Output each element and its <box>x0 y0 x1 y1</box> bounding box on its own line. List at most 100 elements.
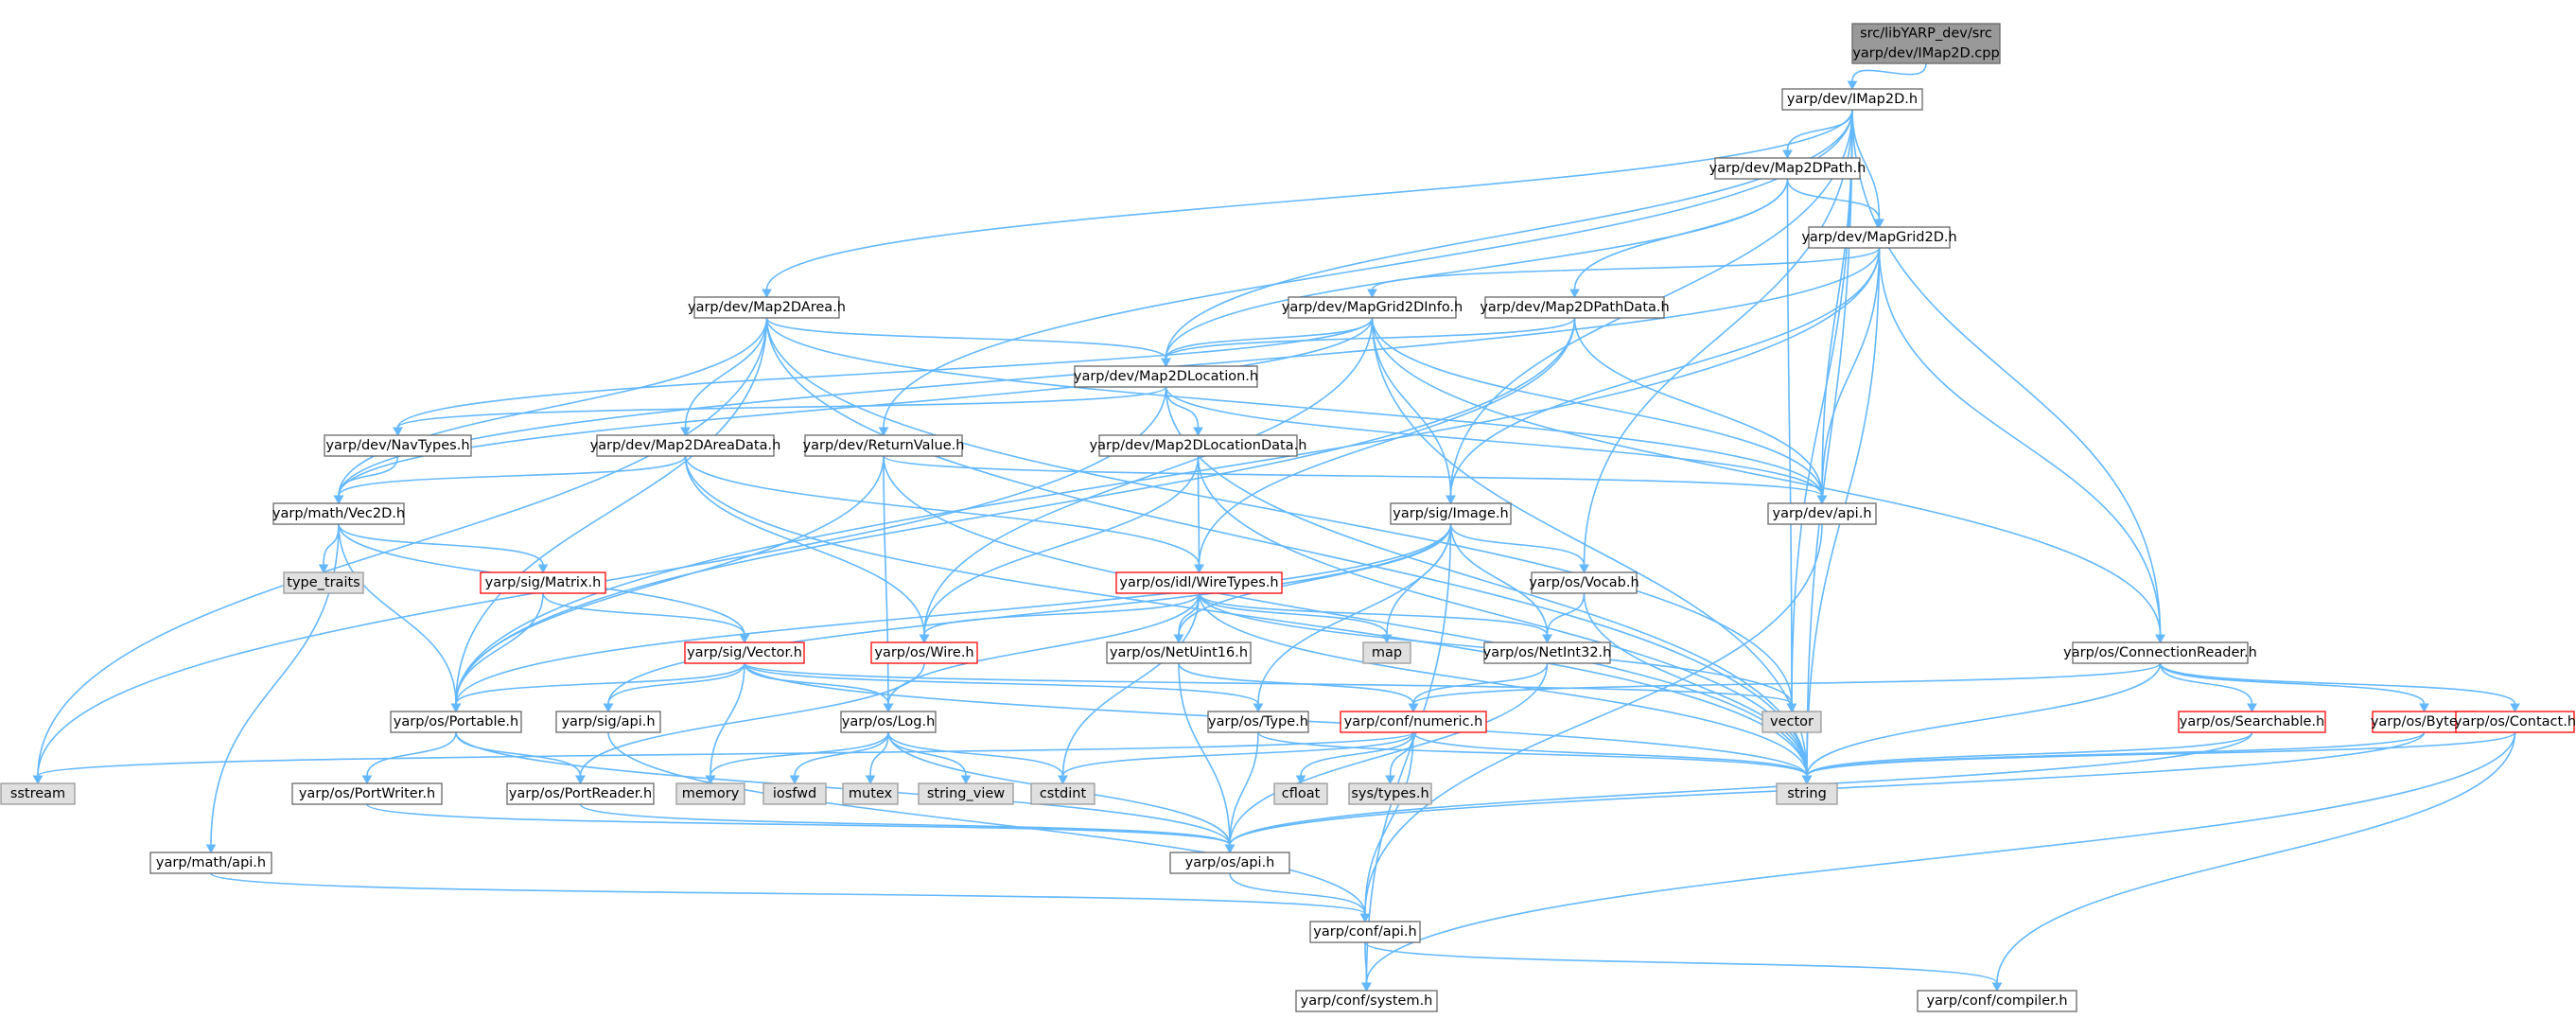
edge-contact-to-string <box>1806 731 2516 777</box>
node-label-sigvector: yarp/sig/Vector.h <box>687 645 802 660</box>
edge-image-to-vocab <box>1449 523 1586 566</box>
edge-connectionreader-to-numeric <box>1412 662 2162 705</box>
edge-map2dareadata-to-vec2d <box>338 455 687 497</box>
node-returnvalue[interactable]: yarp/dev/ReturnValue.h <box>803 434 965 457</box>
node-netuint16[interactable]: yarp/os/NetUint16.h <box>1106 641 1252 664</box>
node-typetraits: type_traits <box>283 571 364 594</box>
edge-mapgrid2d-to-connectionreader <box>1878 247 2162 636</box>
edge-connectionreader-to-contact <box>2159 662 2516 705</box>
edge-mapgrid2dinfo-to-vec2d <box>338 317 1374 497</box>
node-vocab[interactable]: yarp/os/Vocab.h <box>1529 571 1639 594</box>
edge-searchable-to-string <box>1806 731 2253 777</box>
node-mapgrid2d[interactable]: yarp/dev/MapGrid2D.h <box>1801 226 1957 249</box>
arrowhead-contact-to-string <box>1801 775 1813 785</box>
node-portwriter[interactable]: yarp/os/PortWriter.h <box>291 782 443 805</box>
node-label-typetraits: type_traits <box>287 575 359 590</box>
arrowhead-map2dlocation-to-map2dlocationdata <box>1193 427 1203 437</box>
node-label-iosfwd: iosfwd <box>773 786 816 801</box>
node-imap2d[interactable]: yarp/dev/IMap2D.h <box>1781 88 1923 111</box>
arrowhead-numeric-to-cfloat <box>1295 775 1306 785</box>
node-devapi[interactable]: yarp/dev/api.h <box>1767 502 1877 525</box>
node-contact[interactable]: yarp/os/Contact.h <box>2454 711 2576 733</box>
edge-numeric-to-confapi <box>1364 731 1414 915</box>
node-cfloat: cfloat <box>1273 782 1328 805</box>
node-portable[interactable]: yarp/os/Portable.h <box>390 711 522 733</box>
node-box-stringview <box>918 782 1014 805</box>
node-map2dpathdata[interactable]: yarp/dev/Map2DPathData.h <box>1480 296 1670 319</box>
node-map2dlocation[interactable]: yarp/dev/Map2DLocation.h <box>1074 365 1258 388</box>
node-compiler[interactable]: yarp/conf/compiler.h <box>1917 990 2077 1012</box>
node-bytes[interactable]: yarp/os/Bytes.h <box>2371 711 2478 733</box>
edge-mapgrid2dinfo-to-devapi <box>1371 317 1823 497</box>
node-label-map2dpath: yarp/dev/Map2DPath.h <box>1709 161 1866 176</box>
node-label-portwriter: yarp/os/PortWriter.h <box>299 786 435 801</box>
node-portreader[interactable]: yarp/os/PortReader.h <box>506 782 655 805</box>
node-image[interactable]: yarp/sig/Image.h <box>1390 502 1512 525</box>
node-label-navtypes: yarp/dev/NavTypes.h <box>325 438 469 453</box>
edge-map2darea-to-map2dlocation <box>765 317 1167 360</box>
node-memory: memory <box>675 782 745 805</box>
edge-vec2d-to-matrix <box>338 523 544 566</box>
node-log[interactable]: yarp/os/Log.h <box>840 711 937 733</box>
node-label-sstream: sstream <box>10 786 65 801</box>
node-searchable[interactable]: yarp/os/Searchable.h <box>2178 711 2326 733</box>
arrowhead-connectionreader-to-bytes <box>2419 703 2429 713</box>
node-map2dlocationdata[interactable]: yarp/dev/Map2DLocationData.h <box>1090 434 1307 457</box>
node-label-compiler: yarp/conf/compiler.h <box>1926 993 2067 1009</box>
arrowhead-connectionreader-to-searchable <box>2247 703 2257 713</box>
edge-image-to-portable <box>455 523 1452 705</box>
node-box-portable <box>390 711 522 733</box>
node-system[interactable]: yarp/conf/system.h <box>1295 990 1438 1012</box>
node-box-devapi <box>1767 502 1877 525</box>
node-sigvector[interactable]: yarp/sig/Vector.h <box>684 641 805 664</box>
edge-map2darea-to-devapi <box>765 317 1823 497</box>
arrowhead-confapi-to-compiler <box>1991 982 2003 993</box>
node-map2dpath[interactable]: yarp/dev/Map2DPath.h <box>1709 157 1866 180</box>
node-vector: vector <box>1761 711 1822 733</box>
arrowhead-mapgrid2dinfo-to-image <box>1446 495 1456 505</box>
arrowhead-sigvector-to-type <box>1253 703 1264 713</box>
edge-log-to-iosfwd <box>794 731 889 777</box>
node-box-netuint16 <box>1106 641 1252 664</box>
arrowhead-portable-to-portreader <box>575 775 586 785</box>
arrowhead-wiretypes-to-wire <box>919 634 930 644</box>
node-confapi[interactable]: yarp/conf/api.h <box>1309 921 1421 943</box>
edge-vocab-to-netint32 <box>1546 592 1586 636</box>
arrowhead-imap2d-to-returnvalue <box>878 427 889 437</box>
node-label-cstdint: cstdint <box>1040 786 1087 801</box>
node-netint32[interactable]: yarp/os/NetInt32.h <box>1483 641 1612 664</box>
node-mapgrid2dinfo[interactable]: yarp/dev/MapGrid2DInfo.h <box>1282 296 1463 319</box>
node-label-map2darea: yarp/dev/Map2DArea.h <box>688 300 846 315</box>
edge-mapgrid2dinfo-to-navtypes <box>396 317 1374 429</box>
node-wire[interactable]: yarp/os/Wire.h <box>870 641 978 664</box>
arrowhead-wiretypes-to-netuint16 <box>1173 634 1184 644</box>
node-osapi[interactable]: yarp/os/api.h <box>1169 852 1290 874</box>
edge-bytes-to-string <box>1806 731 2426 777</box>
node-mathapi[interactable]: yarp/math/api.h <box>149 852 272 874</box>
node-type[interactable]: yarp/os/Type.h <box>1207 711 1309 733</box>
edge-image-to-sigapi <box>607 523 1452 705</box>
edge-map2darea-to-vector <box>765 317 1793 705</box>
arrowhead-netint32-to-numeric <box>1408 703 1419 713</box>
nodes-layer: src/libYARP_dev/srcyarp/dev/IMap2D.cppya… <box>0 23 2576 1012</box>
node-label-vocab: yarp/os/Vocab.h <box>1529 575 1638 590</box>
edge-map2dpath-to-mapgrid2d <box>1786 178 1881 220</box>
node-numeric[interactable]: yarp/conf/numeric.h <box>1340 711 1487 733</box>
node-matrix[interactable]: yarp/sig/Matrix.h <box>480 571 606 594</box>
node-wiretypes[interactable]: yarp/os/idl/WireTypes.h <box>1115 571 1283 594</box>
node-navtypes[interactable]: yarp/dev/NavTypes.h <box>324 434 472 457</box>
node-label-memory: memory <box>682 786 740 801</box>
node-label-searchable: yarp/os/Searchable.h <box>2180 714 2324 729</box>
arrowhead-vocab-to-netint32 <box>1542 634 1552 644</box>
node-connectionreader[interactable]: yarp/os/ConnectionReader.h <box>2063 641 2257 664</box>
node-vec2d[interactable]: yarp/math/Vec2D.h <box>272 502 405 525</box>
arrowhead-map2dareadata-to-vec2d <box>333 495 344 505</box>
node-map2darea[interactable]: yarp/dev/Map2DArea.h <box>688 296 846 319</box>
edge-connectionreader-to-bytes <box>2159 662 2426 705</box>
edge-map2dareadata-to-wiretypes <box>684 455 1200 566</box>
node-sigapi[interactable]: yarp/sig/api.h <box>555 711 661 733</box>
node-box-type <box>1207 711 1309 733</box>
edge-map2dlocationdata-to-wiretypes <box>1197 455 1200 566</box>
node-map2dareadata[interactable]: yarp/dev/Map2DAreaData.h <box>590 434 781 457</box>
